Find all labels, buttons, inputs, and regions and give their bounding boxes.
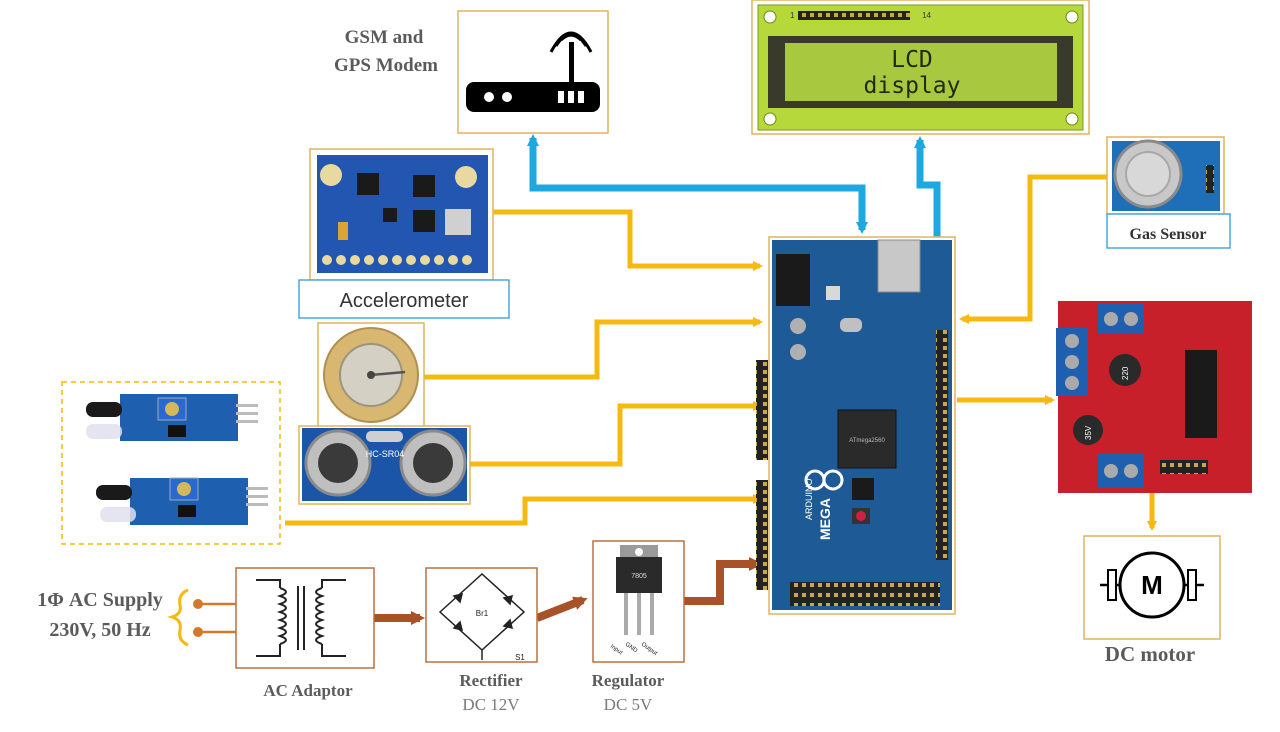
accel-label-frame	[298, 279, 510, 319]
lcd-pin-first: 1	[790, 11, 795, 20]
ultrasonic-model-label: HC-SR04	[366, 449, 405, 459]
ac-adaptor-block: AC Adaptor	[235, 567, 375, 700]
ir-sensors-block	[61, 381, 281, 545]
arrow-arduino-to-lcd	[914, 136, 941, 240]
arduino-logo	[804, 469, 844, 491]
lcd-pin-last: 14	[922, 11, 931, 20]
arrow-piezo-to-arduino	[423, 317, 763, 380]
voltage-regulator-icon	[616, 545, 662, 635]
ir-sensor-icon	[96, 477, 268, 525]
regulator-block: 7805 Input GND Output Regulator DC 5V	[592, 540, 685, 714]
rectifier-switch-name: S1	[515, 653, 525, 662]
driver-cap-label-1: 220	[1121, 366, 1130, 380]
motor-driver-block: 220 35V	[1056, 301, 1252, 493]
regulator-sublabel: DC 5V	[604, 695, 653, 714]
arduino-chip-label: ATmega2560	[849, 438, 885, 444]
arduino-header-left-2	[756, 480, 768, 590]
accelerometer-block: Accelerometer	[298, 148, 510, 319]
transformer-icon	[256, 579, 346, 657]
accel-pin-row	[322, 255, 472, 265]
arduino-header-bottom	[790, 582, 940, 606]
ac-supply-line1: 1Φ AC Supply	[37, 589, 163, 611]
arrow-gsm-to-arduino	[533, 184, 868, 234]
arrow-gas-to-arduino	[959, 174, 1107, 324]
lcd-text-line1: LCD	[891, 47, 933, 73]
driver-capacitor-1	[1109, 354, 1141, 386]
gas-sensor-block: Gas Sensor	[1106, 136, 1231, 249]
ultrasonic-block: HC-SR04	[298, 425, 471, 505]
ir-frame	[61, 381, 281, 545]
dc-motor-block: M DC motor	[1083, 535, 1221, 666]
arrow-regulator-to-arduino	[684, 557, 763, 605]
arduino-header-left	[756, 360, 768, 460]
gas-label-frame	[1106, 213, 1231, 249]
arduino-usb-port	[877, 239, 921, 293]
lcd-display-block: 1 14 LCD display	[751, 0, 1090, 135]
lcd-text-line2: display	[864, 73, 961, 99]
rectifier-label: Rectifier	[459, 671, 523, 690]
driver-heatsink	[1185, 350, 1217, 438]
arduino-mcu-chip	[837, 409, 897, 469]
motor-symbol-icon	[1100, 551, 1204, 619]
arduino-model-label: MEGA	[817, 498, 833, 540]
gsm-label-line1: GSM and	[345, 27, 424, 48]
piezo-block	[317, 322, 425, 428]
ir-sensor-icon	[86, 394, 258, 441]
arduino-dc-jack	[776, 254, 810, 306]
arrow-accelerometer-to-arduino	[493, 209, 763, 271]
gsm-frame	[457, 10, 609, 134]
regulator-part-label: 7805	[631, 573, 647, 580]
rectifier-bridge-name: Br1	[476, 609, 489, 618]
ac-supply-brace	[166, 588, 189, 647]
arrow-rectifier-to-regulator	[535, 596, 588, 622]
bridge-rectifier-icon	[438, 572, 526, 660]
arrow-ir-to-arduino	[285, 494, 763, 526]
ac-adaptor-label: AC Adaptor	[263, 681, 353, 700]
gsm-label-line2: GPS Modem	[334, 55, 438, 76]
arduino-mega-block: ATmega2560 ARDUINO MEGA	[756, 236, 956, 615]
connections	[285, 134, 1157, 625]
lcd-screen	[785, 43, 1057, 101]
gas-sensor-label: Gas Sensor	[1130, 226, 1207, 243]
arduino-header-right	[936, 330, 948, 560]
accelerometer-label: Accelerometer	[340, 290, 469, 312]
arrow-ultrasonic-to-arduino	[470, 401, 763, 467]
arduino-brand-label: ARDUINO	[804, 478, 814, 520]
driver-capacitor-2	[1073, 415, 1103, 445]
ac-supply-block: 1Φ AC Supply 230V, 50 Hz	[37, 588, 236, 647]
dc-motor-label: DC motor	[1105, 642, 1195, 666]
gsm-gps-modem-block: GSM and GPS Modem	[334, 10, 609, 134]
rectifier-frame	[425, 567, 538, 663]
rectifier-sublabel: DC 12V	[462, 695, 520, 714]
lcd-header-pins	[798, 11, 910, 20]
piezo-buzzer-icon	[323, 327, 419, 423]
router-icon	[466, 31, 600, 112]
motor-symbol-letter: M	[1141, 570, 1163, 600]
driver-cap-label-2: 35V	[1084, 425, 1093, 440]
ac-supply-line2: 230V, 50 Hz	[49, 619, 150, 641]
regulator-label: Regulator	[592, 671, 665, 690]
rectifier-block: Br1 S1 Rectifier DC 12V	[425, 567, 538, 714]
driver-pcb	[1058, 301, 1252, 493]
